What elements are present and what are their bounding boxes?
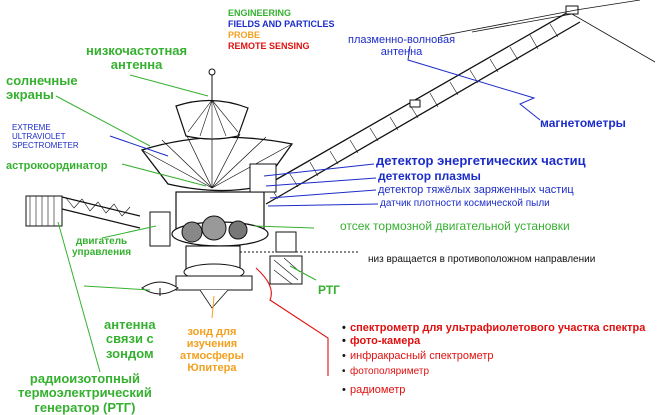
list-item-camera: фото-камера xyxy=(342,335,645,348)
legend-item-fields-particles: FIELDS AND PARTICLES xyxy=(228,19,335,29)
star-scanner-label: астрокоординатор xyxy=(6,160,108,172)
list-item-uv-spectrometer: спектрометр для ультрафиолетового участк… xyxy=(342,322,645,335)
list-item-ir-spectrometer: инфракрасный спектрометр xyxy=(342,350,645,363)
legend-item-probe: PROBE xyxy=(228,30,261,40)
retro-propulsion-label: отсек тормозной двигательной установки xyxy=(340,219,570,233)
heavy-ion-detector-label: детектор тяжёлых заряженных частиц xyxy=(378,184,574,196)
high-gain-antenna xyxy=(140,68,294,192)
sun-shields-label: солнечные экраны xyxy=(6,73,78,103)
rtg-boom xyxy=(25,195,141,229)
list-item-radiometer: радиометр xyxy=(342,384,645,397)
thrusters-label: двигатель управления xyxy=(72,236,132,258)
magnetometer-boom xyxy=(257,0,656,205)
rtg-long-label: радиоизотопный термоэлектрический генера… xyxy=(18,371,152,415)
euv-spectrometer-label: EXTREME ULTRAVIOLET SPECTROMETER xyxy=(12,123,79,150)
remote-sensing-list: спектрометр для ультрафиолетового участк… xyxy=(342,322,645,397)
energetic-particles-label: детектор энергетических частиц xyxy=(376,153,586,168)
probe-label: зонд для изучения атмосферы Юпитера xyxy=(180,326,244,375)
fields-particles-leaders xyxy=(109,45,541,207)
plasma-wave-antenna-label: плазменно-волновая антенна xyxy=(348,34,456,59)
magnetometers-label: магнетометры xyxy=(540,116,626,130)
legend-item-remote-sensing: REMOTE SENSING xyxy=(228,41,310,51)
probe-relay-antenna-label: антенна связи с зондом xyxy=(104,317,156,361)
legend: ENGINEERING FIELDS AND PARTICLES PROBE R… xyxy=(228,8,335,52)
low-gain-antenna-label: низкочастотная антенна xyxy=(86,43,188,73)
despun-note-label: низ вращается в противоположном направле… xyxy=(368,254,596,265)
plasma-detector-label: детектор плазмы xyxy=(378,169,481,183)
remote-sensing-bracket xyxy=(255,267,329,376)
spacecraft-bus xyxy=(141,163,303,309)
probe-leader xyxy=(211,295,215,319)
legend-item-engineering: ENGINEERING xyxy=(228,8,292,18)
rtg-short-label: РТГ xyxy=(318,283,340,297)
list-item-photopolarimeter: фотополяриметр xyxy=(342,365,645,378)
engineering-leaders xyxy=(55,74,317,373)
dust-detector-label: датчик плотности космической пыли xyxy=(380,198,550,209)
